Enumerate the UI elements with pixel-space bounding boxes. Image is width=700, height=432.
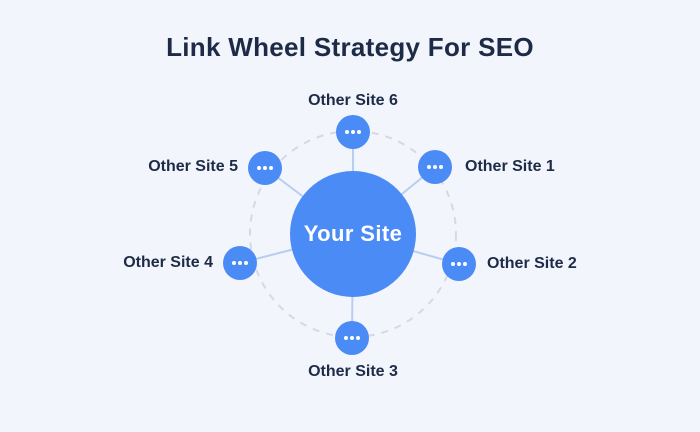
page-title: Link Wheel Strategy For SEO xyxy=(166,32,534,62)
ellipsis-icon xyxy=(427,165,443,169)
ellipsis-icon xyxy=(257,166,273,170)
satellite-node-site-3[interactable] xyxy=(335,321,369,355)
satellite-node-site-6[interactable] xyxy=(336,115,370,149)
satellite-label-site-5: Other Site 5 xyxy=(148,158,238,175)
ellipsis-icon xyxy=(451,262,467,266)
ellipsis-icon xyxy=(345,130,361,134)
ellipsis-icon xyxy=(232,261,248,265)
dashed-ring xyxy=(249,130,457,338)
satellite-node-site-5[interactable] xyxy=(248,151,282,185)
center-node-your-site[interactable]: Your Site xyxy=(290,171,416,297)
satellite-label-site-2: Other Site 2 xyxy=(487,255,577,272)
satellite-label-site-3: Other Site 3 xyxy=(308,363,398,380)
satellite-label-site-6: Other Site 6 xyxy=(308,92,398,109)
satellite-node-site-2[interactable] xyxy=(442,247,476,281)
satellite-label-site-1: Other Site 1 xyxy=(465,158,555,175)
satellite-label-site-4: Other Site 4 xyxy=(123,254,213,271)
satellite-node-site-4[interactable] xyxy=(223,246,257,280)
center-node-label: Your Site xyxy=(303,221,403,246)
ellipsis-icon xyxy=(344,336,360,340)
satellite-node-site-1[interactable] xyxy=(418,150,452,184)
